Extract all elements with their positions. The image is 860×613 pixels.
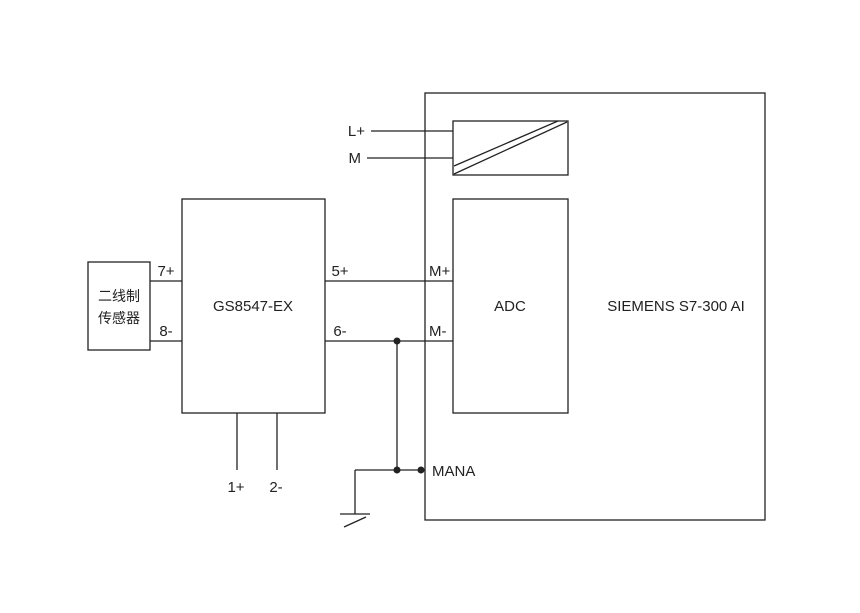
terminal-label-mana: MANA	[432, 463, 475, 480]
sensor-label-line2: 传感器	[98, 310, 140, 326]
plc-box	[424, 92, 766, 521]
junction-dots	[393, 337, 425, 474]
terminal-label-6: 6-	[333, 323, 346, 340]
junction-dot	[393, 337, 401, 345]
transmitter-label: GS8547-EX	[213, 298, 293, 315]
junction-dot	[393, 466, 401, 474]
sensor-box	[87, 261, 151, 351]
terminal-label-8: 8-	[159, 323, 172, 340]
adc-box	[452, 198, 569, 414]
wires	[150, 130, 453, 514]
transmitter-box	[181, 198, 326, 414]
sensor-label-line1: 二线制	[98, 288, 140, 304]
ground-icon	[340, 513, 370, 528]
terminal-label-m-minus: M-	[429, 323, 447, 340]
terminal-label-l-plus: L+	[348, 123, 365, 140]
terminal-label-5: 5+	[331, 263, 348, 280]
plc-label: SIEMENS S7-300 AI	[607, 298, 745, 315]
terminal-label-m-plus: M+	[429, 263, 450, 280]
terminal-label-m: M	[349, 150, 362, 167]
isolation-diagonal-icon	[453, 120, 568, 175]
junction-dot	[417, 466, 425, 474]
adc-label: ADC	[494, 298, 526, 315]
isolation-box	[452, 120, 569, 176]
terminal-label-2: 2-	[269, 479, 282, 496]
terminal-label-7: 7+	[157, 263, 174, 280]
terminal-label-1: 1+	[227, 479, 244, 496]
